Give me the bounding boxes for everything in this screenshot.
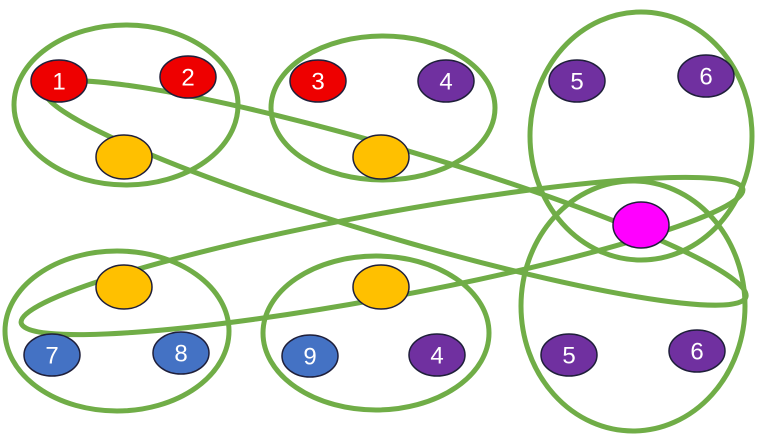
- ring-top-middle: [268, 33, 498, 183]
- node-4-bottom-circle: [408, 333, 466, 377]
- node-6-top: 6: [677, 54, 735, 98]
- node-4-bottom-label: 4: [430, 343, 443, 370]
- ring-bottom-middle: [260, 253, 492, 413]
- node-5-top-circle: [548, 59, 606, 103]
- node-2-circle: [159, 55, 217, 99]
- node-4-top-label: 4: [439, 69, 452, 96]
- node-1-circle: [30, 59, 88, 103]
- node-4-bottom: 4: [408, 333, 466, 377]
- nodes: 1 2 3 4 5 6 7 8: [23, 54, 735, 378]
- node-6-top-label: 6: [699, 64, 712, 91]
- node-5-bottom-circle: [540, 333, 598, 377]
- node-7-label: 7: [45, 343, 58, 370]
- yellow-node-bottom-left: [95, 264, 153, 310]
- node-9-circle: [281, 334, 339, 378]
- node-3: 3: [289, 59, 347, 103]
- node-2-label: 2: [181, 65, 194, 92]
- node-3-label: 3: [311, 69, 324, 96]
- node-7: 7: [23, 333, 81, 377]
- node-2: 2: [159, 55, 217, 99]
- node-1: 1: [30, 59, 88, 103]
- node-5-bottom: 5: [540, 333, 598, 377]
- node-7-circle: [23, 333, 81, 377]
- node-5-bottom-label: 5: [562, 343, 575, 370]
- magenta-node: [612, 201, 670, 249]
- node-6-bottom: 6: [668, 329, 726, 373]
- node-6-bottom-circle: [668, 329, 726, 373]
- node-6-top-circle: [677, 54, 735, 98]
- node-9: 9: [281, 334, 339, 378]
- node-8-circle: [152, 331, 210, 375]
- node-6-bottom-label: 6: [690, 339, 703, 366]
- node-4-top: 4: [417, 59, 475, 103]
- yellow-node-top-left: [95, 134, 153, 180]
- node-3-circle: [289, 59, 347, 103]
- ring-bottom-left: [2, 248, 232, 414]
- node-4-top-circle: [417, 59, 475, 103]
- yellow-node-bottom-middle: [352, 264, 410, 310]
- node-5-top: 5: [548, 59, 606, 103]
- node-9-label: 9: [303, 344, 316, 371]
- node-8: 8: [152, 331, 210, 375]
- node-8-label: 8: [174, 341, 187, 368]
- ring-top-right: [527, 9, 755, 263]
- yellow-node-top-middle: [352, 134, 410, 180]
- node-1-label: 1: [52, 69, 65, 96]
- node-5-top-label: 5: [570, 69, 583, 96]
